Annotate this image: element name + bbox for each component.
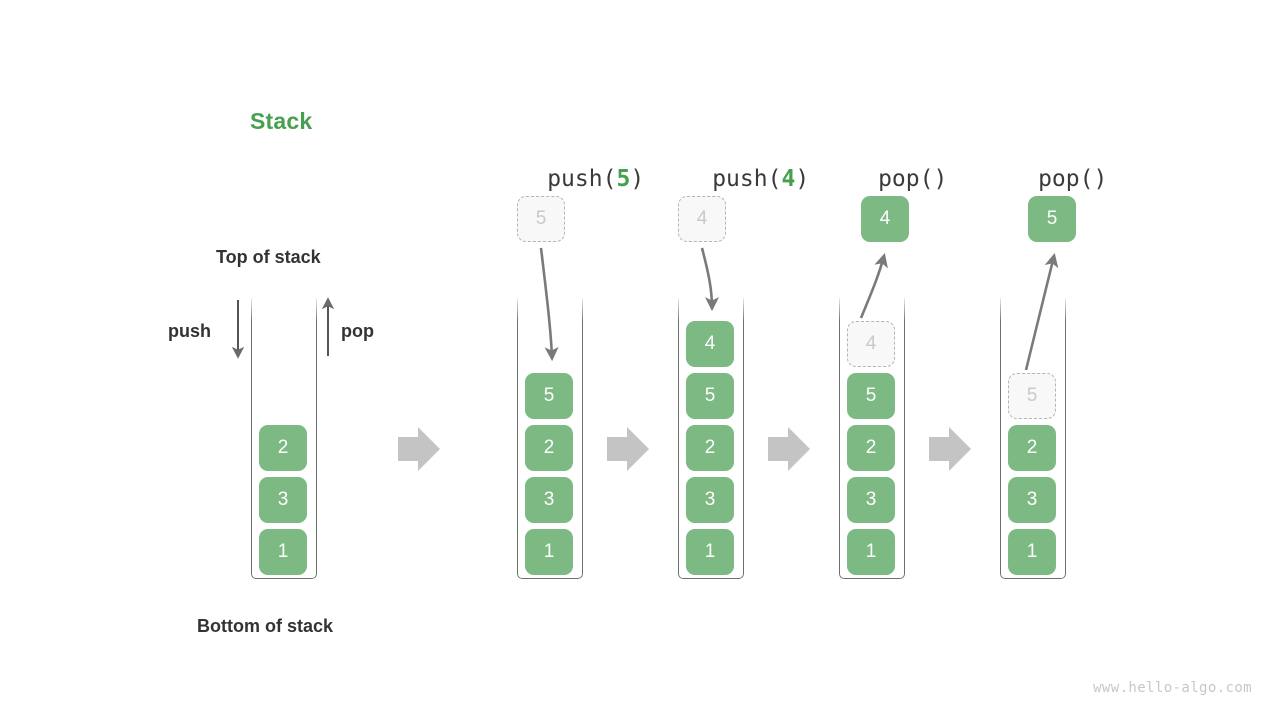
stack-element-ghost: 4 — [847, 321, 895, 367]
stack-element: 3 — [686, 477, 734, 523]
transition-arrow-icon — [768, 427, 810, 471]
stack-element-ghost: 5 — [1008, 373, 1056, 419]
transition-arrow-icon — [398, 427, 440, 471]
transition-arrow-icon — [929, 427, 971, 471]
transition-arrow-icon — [607, 427, 649, 471]
push-label: push — [168, 321, 211, 341]
stack-element: 2 — [686, 425, 734, 471]
floating-element-popped: 5 — [1028, 196, 1076, 242]
stack-element: 2 — [525, 425, 573, 471]
floating-element-ghost: 4 — [678, 196, 726, 242]
stack-element: 1 — [1008, 529, 1056, 575]
stack-container-pop-1 — [839, 298, 905, 579]
stack-element: 2 — [847, 425, 895, 471]
stack-element: 1 — [525, 529, 573, 575]
stack-container-pop-2 — [1000, 298, 1066, 579]
op-label-pop-1: pop() — [785, 140, 985, 218]
stack-element: 1 — [686, 529, 734, 575]
op-text-prefix: pop( — [1038, 166, 1094, 192]
bottom-of-stack-label: Bottom of stack — [197, 616, 334, 636]
stack-element: 2 — [1008, 425, 1056, 471]
op-text-suffix: ) — [630, 166, 645, 192]
op-text-suffix: ) — [795, 166, 810, 192]
op-text-prefix: push( — [712, 166, 782, 192]
stack-element: 1 — [847, 529, 895, 575]
stack-element: 5 — [847, 373, 895, 419]
stack-element: 3 — [847, 477, 895, 523]
stack-element: 2 — [259, 425, 307, 471]
stack-element: 1 — [259, 529, 307, 575]
op-arg: 5 — [616, 166, 631, 192]
op-label-push-5: push(5) — [468, 140, 668, 218]
stack-container-push-4 — [678, 298, 744, 579]
stack-element: 3 — [259, 477, 307, 523]
floating-element-ghost: 5 — [517, 196, 565, 242]
page-title: Stack — [250, 108, 313, 134]
op-arg: 4 — [781, 166, 796, 192]
top-of-stack-label: Top of stack — [216, 247, 321, 267]
stack-element: 4 — [686, 321, 734, 367]
stack-element: 5 — [686, 373, 734, 419]
stack-element: 3 — [525, 477, 573, 523]
pop-label: pop — [341, 321, 374, 341]
stack-container-push-5 — [517, 298, 583, 579]
op-label-push-4: push(4) — [633, 140, 833, 218]
stack-container-initial — [251, 298, 317, 579]
op-label-pop-2: pop() — [945, 140, 1145, 218]
op-text-prefix: push( — [547, 166, 617, 192]
watermark: www.hello-algo.com — [1093, 680, 1252, 696]
floating-element-popped: 4 — [861, 196, 909, 242]
stack-element: 3 — [1008, 477, 1056, 523]
op-text-suffix: ) — [1093, 166, 1108, 192]
stack-element: 5 — [525, 373, 573, 419]
op-text-prefix: pop( — [878, 166, 934, 192]
op-text-suffix: ) — [933, 166, 948, 192]
